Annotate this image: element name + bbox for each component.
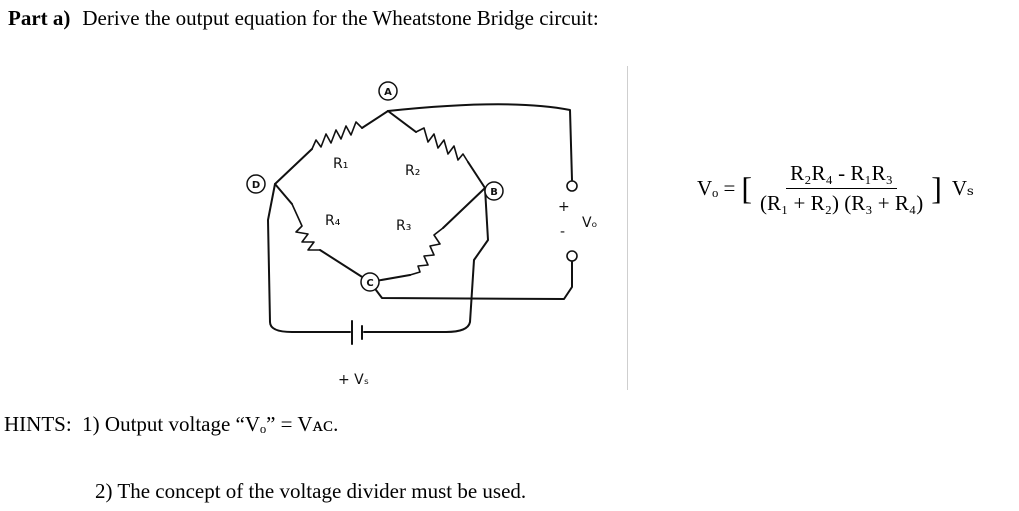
hint-2: 2) The concept of the voltage divider mu… xyxy=(95,479,526,504)
hint-2-text: 2) The concept of the voltage divider mu… xyxy=(95,479,527,503)
equation-fraction: R₂R₄ - R₁R₃ (R₁ + R₂) (R₃ + R₄) xyxy=(756,161,927,216)
wire-a-to-output xyxy=(387,103,573,181)
equation-multiplier: Vₛ xyxy=(951,175,975,200)
resistor-r1-zigzag xyxy=(311,121,363,150)
node-b-label: B xyxy=(490,187,498,198)
wire-d-to-source xyxy=(267,183,351,333)
node-d-label: D xyxy=(252,180,260,191)
wire-a-to-r1 xyxy=(361,110,389,129)
node-a-marker xyxy=(378,81,398,101)
wire-c-to-output xyxy=(369,261,573,300)
wheatstone-bridge-diagram: + - Vₒ + Vₛ R₁ R₂ R₄ R₃ A D B C xyxy=(246,81,597,388)
output-terminal-bottom xyxy=(566,250,578,262)
node-b-marker xyxy=(484,181,504,201)
wire-d-to-r4 xyxy=(274,183,293,205)
resistor-r1-label: R₁ xyxy=(333,156,348,172)
wire-b-to-r3 xyxy=(442,187,486,229)
resistor-r3-label: R₃ xyxy=(396,218,411,234)
resistor-r2-label: R₂ xyxy=(405,163,420,179)
equation-close-bracket: ] xyxy=(931,169,942,206)
equation-numerator: R₂R₄ - R₁R₃ xyxy=(786,161,897,189)
node-a-label: A xyxy=(384,87,392,98)
hint-1: HINTS: 1) Output voltage “Vₒ” = Vᴀᴄ. xyxy=(4,412,338,437)
wire-b-to-source xyxy=(363,187,489,333)
output-voltage-label: Vₒ xyxy=(582,215,597,231)
resistor-r4-zigzag xyxy=(291,203,321,251)
resistor-r2-zigzag xyxy=(415,127,469,163)
vertical-divider xyxy=(627,66,628,390)
equation-lhs: Vₒ = xyxy=(697,175,736,200)
output-equation: Vₒ = [ R₂R₄ - R₁R₃ (R₁ + R₂) (R₃ + R₄) ]… xyxy=(697,148,974,228)
equation-denominator: (R₁ + R₂) (R₃ + R₄) xyxy=(759,190,924,215)
node-d-marker xyxy=(246,174,266,194)
problem-heading: Part a) Derive the output equation for th… xyxy=(8,6,599,31)
hints-label: HINTS: xyxy=(4,412,72,436)
output-minus-sign: - xyxy=(560,224,565,240)
output-terminal-top xyxy=(566,180,578,192)
output-plus-sign: + xyxy=(558,199,570,215)
resistor-r4-label: R₄ xyxy=(325,213,341,229)
wire-r1-to-d xyxy=(274,148,313,185)
problem-instruction: Derive the output equation for the Wheat… xyxy=(82,6,599,30)
resistor-r3-zigzag xyxy=(409,227,444,276)
wire-r2-to-b xyxy=(467,161,486,189)
source-voltage-label: + Vₛ xyxy=(338,372,369,388)
node-c-label: C xyxy=(366,278,373,289)
wire-a-to-r2 xyxy=(387,110,417,133)
part-label: Part a) xyxy=(8,6,71,30)
node-c-marker xyxy=(360,272,380,292)
hint-1-text: 1) Output voltage “Vₒ” = Vᴀᴄ. xyxy=(82,412,339,436)
equation-open-bracket: [ xyxy=(741,169,752,206)
wire-r4-to-c xyxy=(319,249,371,283)
